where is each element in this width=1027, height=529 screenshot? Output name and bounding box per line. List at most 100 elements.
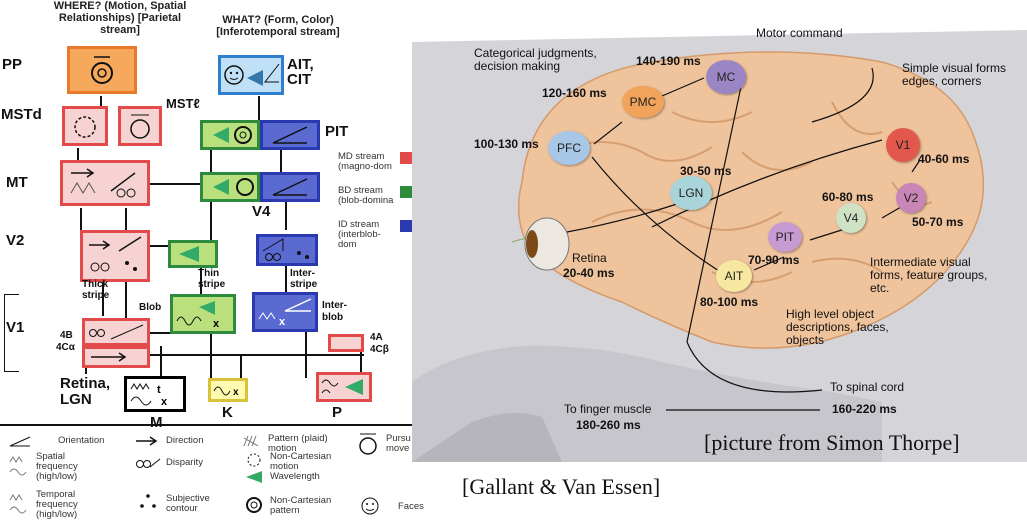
time-ait: 80-100 ms <box>700 295 759 309</box>
v1-4b-box <box>82 318 150 346</box>
disparity-icon <box>89 236 142 272</box>
label-v2: V2 <box>6 232 25 249</box>
time-v1: 40-60 ms <box>918 152 970 166</box>
time-lgn: 30-50 ms <box>680 164 732 178</box>
spatial-frequency-icon <box>8 454 34 481</box>
label-v1: V1 <box>6 319 25 336</box>
node-v2: V2 <box>896 183 926 213</box>
time-v2: 50-70 ms <box>912 215 964 229</box>
thick-stripe-box <box>80 230 150 282</box>
p-pathway-box <box>316 372 372 402</box>
orientation-icon <box>8 434 58 447</box>
orientation-icon: x <box>258 298 312 328</box>
disparity-icon <box>89 324 144 340</box>
label-ait: AIT, CIT <box>287 56 314 88</box>
where-header: WHERE? (Motion, Spatial Relationships) [… <box>53 0 187 36</box>
note-spinal: To spinal cord <box>830 380 905 394</box>
pattern-icon <box>242 434 264 453</box>
node-pfc: PFC <box>548 131 590 165</box>
label-mt: MT <box>6 174 28 191</box>
label-retina-lgn: Retina, LGN <box>60 375 111 408</box>
spatial-frequency-icon: x <box>213 386 239 398</box>
spatial-frequency-icon: x <box>176 301 220 330</box>
blob-box: x <box>170 294 236 334</box>
note-high: High level object descriptions, faces, o… <box>786 307 889 347</box>
v1-bracket <box>4 294 19 372</box>
temporal-frequency-icon: tx <box>130 383 168 408</box>
pursuit-icon <box>130 114 150 139</box>
inter-stripe-box <box>256 234 318 266</box>
node-lgn: LGN <box>670 176 712 210</box>
label-pit: PIT <box>325 123 349 140</box>
svg-text:x: x <box>279 316 286 328</box>
bd-swatch <box>400 186 412 198</box>
label-mstl: MSTℓ <box>166 96 200 111</box>
v1-4a-box <box>328 334 364 352</box>
label-mstd: MSTd <box>1 106 42 123</box>
interblob-label: Inter- blob <box>322 300 347 323</box>
time-pit: 70-90 ms <box>748 253 800 267</box>
mstl-box <box>118 106 162 146</box>
note-motor: Motor command <box>756 26 843 40</box>
md-swatch <box>400 152 412 164</box>
hand-silhouette <box>412 413 562 462</box>
thorpe-caption: [picture from Simon Thorpe] <box>704 430 960 455</box>
time-mc: 140-190 ms <box>636 54 701 68</box>
k-pathway-box: x <box>208 378 248 402</box>
time-spinal: 160-220 ms <box>832 402 897 416</box>
wavelength-icon <box>321 379 363 395</box>
pursuit-icon <box>91 56 113 84</box>
faces-icon <box>360 496 380 521</box>
non-cartesian-motion-icon <box>244 452 264 473</box>
brain-shape <box>517 51 985 349</box>
note-retina: Retina <box>572 251 607 265</box>
mstd-box <box>62 106 108 146</box>
wavelength-icon <box>244 470 264 488</box>
orientation-icon <box>272 126 308 144</box>
pp-box <box>67 46 137 94</box>
id-swatch <box>400 220 412 232</box>
v4-blob-box <box>200 172 260 202</box>
time-finger: 180-260 ms <box>576 418 641 432</box>
pit-interblob-box <box>260 120 320 150</box>
v4-interblob-box <box>260 172 320 202</box>
interblob-box: x <box>252 292 318 332</box>
label-v4: V4 <box>252 203 271 220</box>
thin-stripe-label: Thin stripe <box>198 268 226 290</box>
wavelength-icon <box>213 126 252 144</box>
direction-icon <box>70 168 136 198</box>
brain-illustration <box>412 22 1027 462</box>
eye <box>524 217 570 271</box>
direction-icon <box>134 434 160 452</box>
node-mc: MC <box>706 60 746 94</box>
temporal-frequency-icon <box>8 492 34 519</box>
faces-icon <box>224 63 280 86</box>
stream-id: ID stream (interblob-dom <box>338 220 418 250</box>
v1-4ca-box <box>82 346 150 368</box>
stream-md: MD stream (magno-dom <box>338 152 418 172</box>
blob-label: Blob <box>139 302 162 313</box>
thin-stripe-box <box>168 240 218 268</box>
subjective-contour-icon <box>262 238 309 261</box>
label-pp: PP <box>2 56 23 73</box>
pit-blob-box <box>200 120 260 150</box>
direction-icon <box>91 352 127 362</box>
stream-legend: MD stream (magno-dom BD stream (blob-dom… <box>338 152 418 250</box>
layer-4cb: 4Cβ <box>370 344 389 355</box>
ait-box <box>218 55 284 95</box>
layer-4a: 4A <box>370 332 383 343</box>
note-finger: To finger muscle <box>564 402 652 416</box>
svg-text:x: x <box>161 396 168 408</box>
orientation-icon <box>272 178 308 196</box>
pursuit-icon <box>356 432 382 461</box>
mt-box <box>60 160 150 206</box>
inter-stripe-label: Inter- stripe <box>290 268 318 290</box>
label-p: P <box>332 404 343 421</box>
thick-stripe-label: Thick stripe <box>82 279 110 301</box>
non-cartesian-motion-icon <box>74 116 96 138</box>
what-header: WHAT? (Form, Color) [Inferotemporal stre… <box>216 14 340 38</box>
note-categorical: Categorical judgments, decision making <box>474 46 597 73</box>
time-retina: 20-40 ms <box>563 266 615 280</box>
gallant-caption: [Gallant & Van Essen] <box>462 474 661 499</box>
